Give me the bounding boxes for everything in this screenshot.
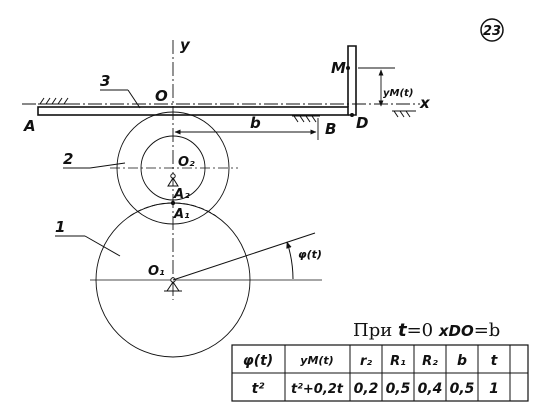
table-value: 0,4 [418,381,443,397]
parameter-table: φ(t) yM(t) r₂ R₁ R₂ b t t² t²+0,2t 0,2 0… [231,344,529,402]
table-value: t²+0,2t [291,382,344,397]
center-o2-label: O₂ [178,155,195,170]
contact-a1-label: A₁ [173,207,190,222]
support-hatch-d [392,110,416,118]
table-value: 1 [489,381,499,397]
table-value: t² [252,381,266,397]
problem-number: 23 [483,24,501,39]
gear-2-leader-diag [89,162,126,169]
condition-t: t [398,320,408,341]
gear-1-leader-diag [84,235,121,257]
rack-vertical-arm [347,45,357,116]
rack-3 [37,106,349,116]
table-value: 0,2 [354,381,379,397]
origin-label: O [155,87,168,105]
table-header: R₁ [390,354,406,369]
rack-leader-diag [127,89,141,109]
table-header: r₂ [360,354,372,369]
gear-1-number: 1 [55,218,65,236]
dim-b-label: b [250,114,261,132]
condition-prefix: При [353,320,398,341]
gear-1-hidden-arc [129,202,217,217]
condition-eq0: =0 [407,320,439,341]
point-m-label: M [331,59,346,77]
problem-number-badge: 23 [480,18,504,42]
table-value: 0,5 [386,381,411,397]
ym-label: yM(t) [383,88,413,99]
gear-2-number: 2 [63,150,73,168]
phi-angle-arc [286,241,294,280]
condition-eqb: =b [474,320,501,341]
center-o2-support [167,177,179,187]
table-header: R₂ [422,354,438,369]
point-d-label: D [356,114,368,132]
table-value: 0,5 [450,381,475,397]
axis-y-label: y [180,36,191,54]
support-hatch-right [292,115,320,123]
table-header: b [457,353,467,369]
point-a-label: A [23,117,36,135]
phi-label: φ(t) [298,248,322,261]
point-m-dot [346,66,350,70]
table-header: yM(t) [300,354,333,367]
support-hatch-left [38,97,70,105]
gear-1-radius-line [172,232,316,281]
rack-number-label: 3 [100,72,110,90]
point-b-label: B [325,120,336,138]
table-header: t [491,353,499,369]
axis-x-label: x [419,94,431,112]
center-o1-label: O₁ [148,264,165,279]
point-d-dot [350,113,354,117]
table-header: φ(t) [243,353,273,369]
contact-a2-label: A₂ [173,187,190,202]
condition-xdo: xDO [438,322,474,340]
initial-condition: При t=0 xDO=b [353,320,500,341]
